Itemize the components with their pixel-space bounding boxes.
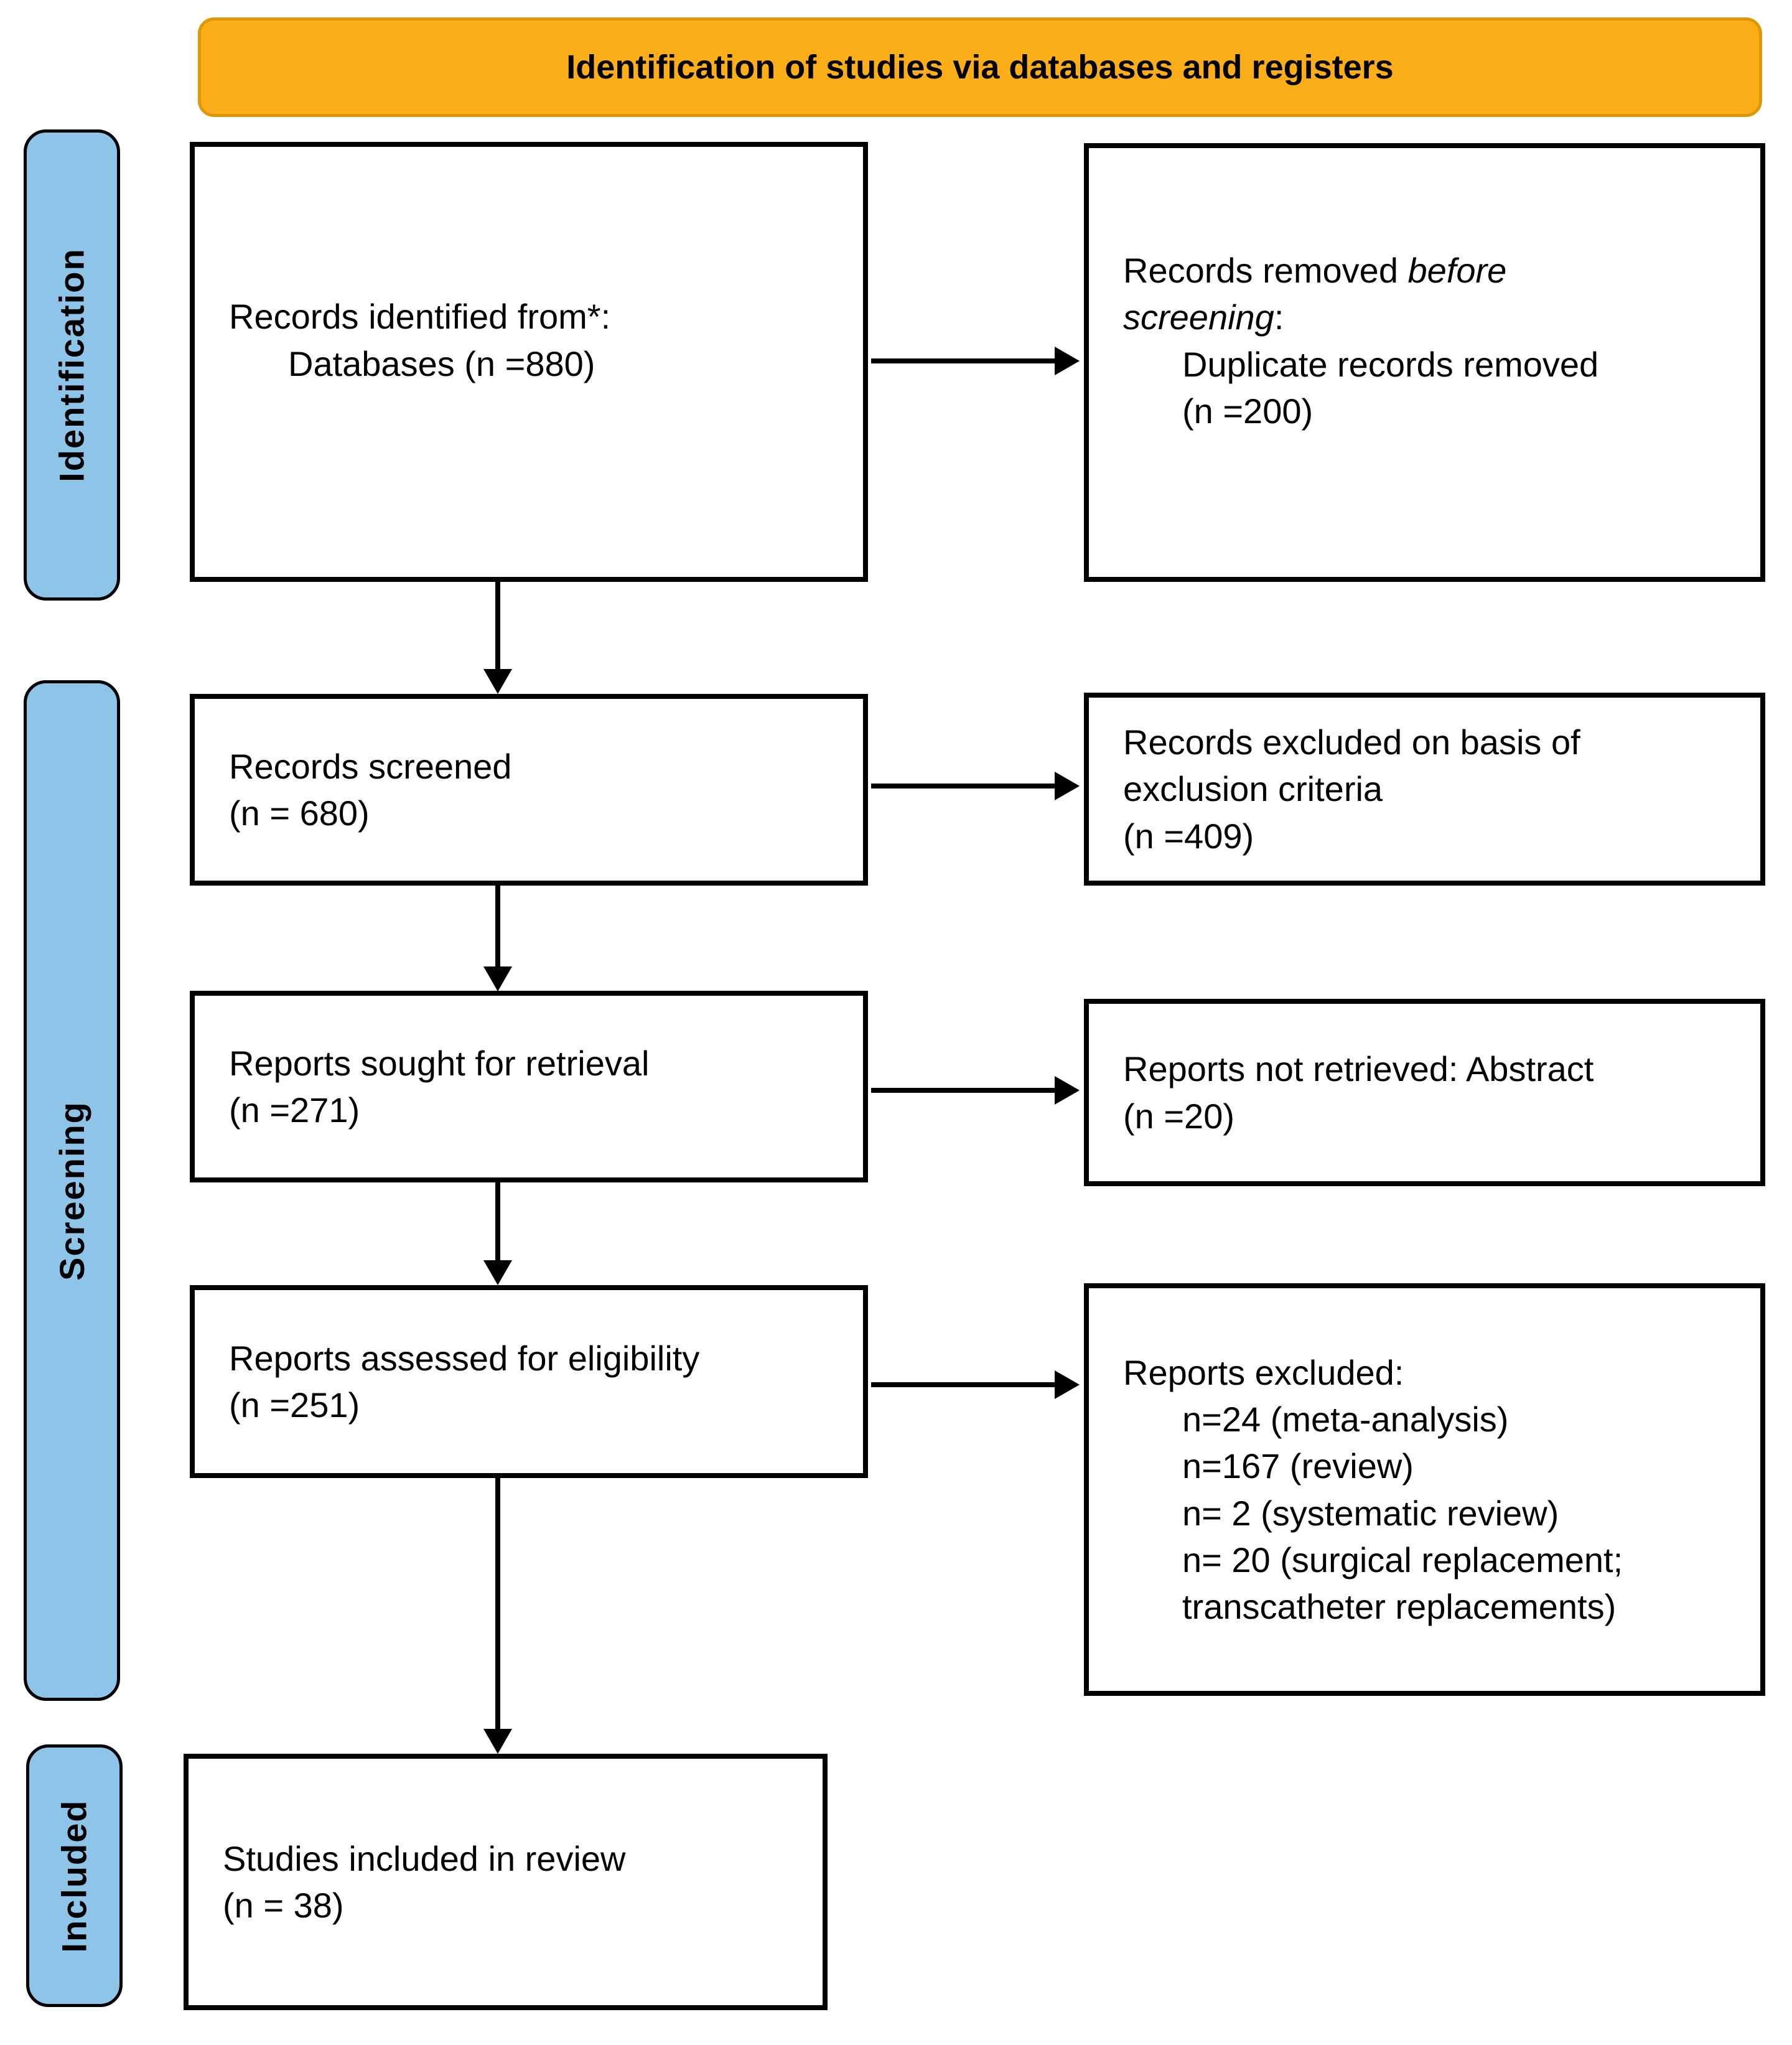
box-reports-excluded: Reports excluded:n=24 (meta-analysis)n=1… [1084, 1283, 1765, 1696]
stage-label-included: Included [55, 1799, 95, 1953]
stage-rail-identification: Identification [24, 129, 120, 601]
arrow-sought-to-not-retrieved-icon [871, 1088, 1055, 1093]
arrow-sought-to-assessed-icon [495, 1182, 500, 1260]
stage-label-screening: Screening [52, 1100, 92, 1281]
box-records-identified: Records identified from*:Databases (n =8… [190, 142, 868, 582]
box-studies-included-in-review: Studies included in review(n = 38) [184, 1754, 828, 2010]
banner-title: Identification of studies via databases … [566, 49, 1394, 86]
box-reports-assessed-for-eligibility: Reports assessed for eligibility(n =251) [190, 1285, 868, 1478]
box-records-screened: Records screened(n = 680) [190, 694, 868, 886]
arrow-identified-to-screened-icon [495, 582, 500, 669]
box-reports-sought-for-retrieval: Reports sought for retrieval(n =271) [190, 991, 868, 1182]
arrow-screened-to-sought-icon [495, 886, 500, 966]
arrow-assessed-to-excluded-icon [871, 1382, 1055, 1387]
arrow-identified-to-removed-icon [871, 358, 1055, 363]
stage-rail-screening: Screening [24, 680, 120, 1701]
arrow-assessed-to-included-icon [495, 1478, 500, 1729]
box-reports-not-retrieved: Reports not retrieved: Abstract(n =20) [1084, 999, 1765, 1186]
arrow-screened-to-excluded-icon [871, 784, 1055, 789]
stage-label-identification: Identification [52, 248, 92, 482]
banner: Identification of studies via databases … [198, 17, 1762, 117]
stage-rail-included: Included [26, 1744, 123, 2007]
